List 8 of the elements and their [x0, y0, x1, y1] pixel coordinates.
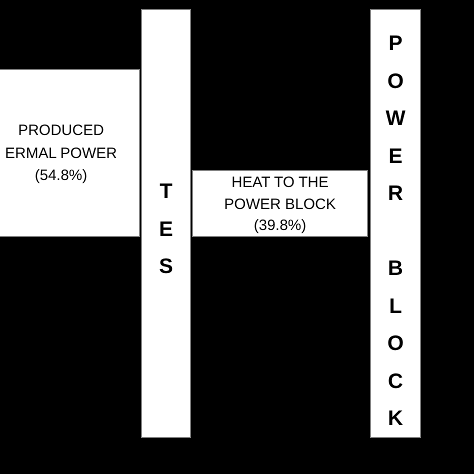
- box-label: PRODUCED ERMAL POWER (54.8%): [4, 121, 118, 186]
- vertical-label: POWER BLOCK: [384, 31, 406, 432]
- box-label: HEAT TO THE POWER BLOCK (39.8%): [223, 173, 337, 236]
- vertical-label: TES: [158, 179, 174, 280]
- process-box: [0, 69, 140, 237]
- process-box: [192, 170, 368, 237]
- vertical-bar: [141, 9, 191, 438]
- vertical-bar: [370, 9, 421, 438]
